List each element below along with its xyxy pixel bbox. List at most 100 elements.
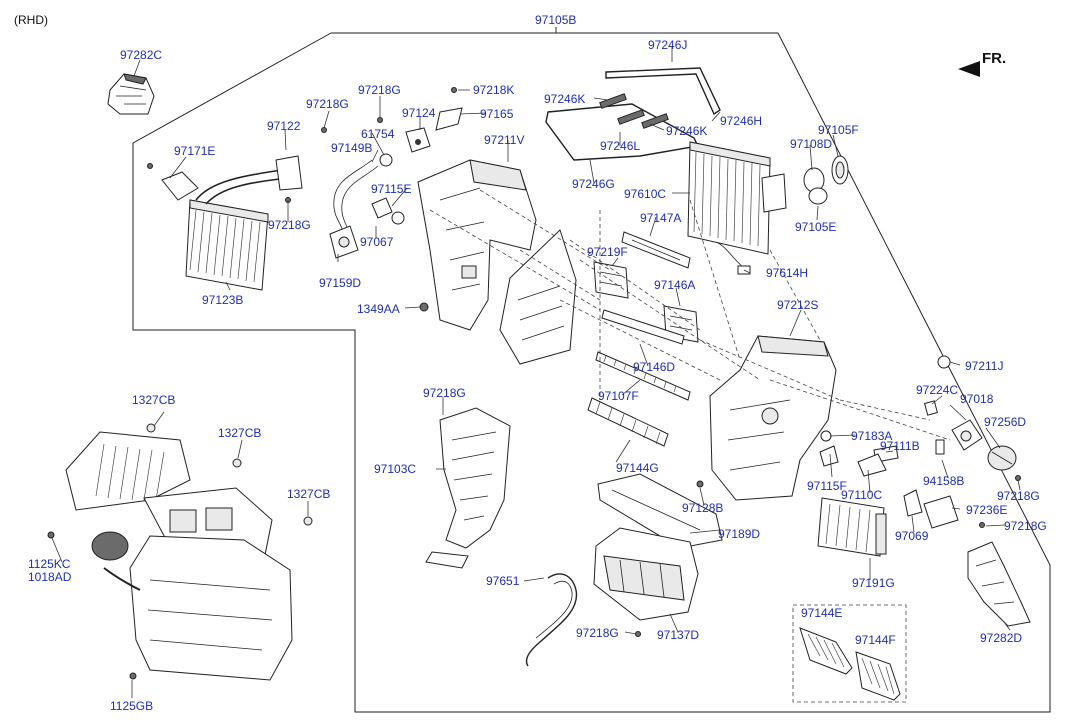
screw-97218g-bottom[interactable] bbox=[635, 631, 641, 637]
part-97105e[interactable] bbox=[808, 187, 828, 205]
part-97103c-duct[interactable] bbox=[425, 407, 511, 569]
part-97110c[interactable] bbox=[857, 453, 887, 477]
part-97128b[interactable] bbox=[696, 480, 704, 488]
part-97189d-tray[interactable] bbox=[597, 473, 723, 549]
part-97018-actuator[interactable] bbox=[951, 419, 983, 451]
part-97282c[interactable] bbox=[107, 73, 155, 115]
label-97282d: 97282D bbox=[980, 631, 1022, 645]
label-1125kc: 1125KC bbox=[28, 557, 71, 571]
label-97212s: 97212S bbox=[777, 298, 818, 312]
label-1327cb: 1327CB bbox=[287, 487, 330, 501]
leader-lines bbox=[51, 27, 1021, 698]
label-97144f: 97144F bbox=[855, 633, 896, 647]
label-97144g: 97144G bbox=[616, 461, 659, 475]
label-1327cb: 1327CB bbox=[132, 393, 175, 407]
part-97191g-ptc-heater[interactable] bbox=[817, 497, 887, 557]
bolt-1349aa[interactable] bbox=[419, 302, 429, 312]
part-97246-seal-kit[interactable] bbox=[545, 67, 721, 161]
direction-arrow-icon bbox=[958, 61, 980, 77]
part-97224c[interactable] bbox=[924, 400, 938, 416]
label-97218g: 97218G bbox=[576, 626, 619, 640]
label-97069: 97069 bbox=[895, 529, 929, 543]
nuts-1327cb[interactable] bbox=[146, 423, 313, 526]
part-97124[interactable] bbox=[405, 127, 431, 153]
label-97105e: 97105E bbox=[795, 220, 836, 234]
label-97146a: 97146A bbox=[654, 278, 695, 292]
label-97147a: 97147A bbox=[640, 211, 681, 225]
label-97111b: 97111B bbox=[880, 439, 920, 453]
label-97211v: 97211V bbox=[484, 133, 524, 147]
label-97107f: 97107F bbox=[598, 389, 639, 403]
part-97171e-pipes[interactable] bbox=[161, 155, 303, 205]
label-97137d: 97137D bbox=[657, 628, 699, 642]
label-97115f: 97115F bbox=[807, 479, 847, 493]
label-97219f: 97219F bbox=[587, 245, 628, 259]
bolts-left[interactable] bbox=[47, 531, 137, 680]
label-1327cb: 1327CB bbox=[218, 426, 261, 440]
label-97218g: 97218G bbox=[997, 489, 1040, 503]
label-97105f: 97105F bbox=[818, 123, 859, 137]
label-97103c: 97103C bbox=[374, 462, 416, 476]
part-97282d-duct[interactable] bbox=[967, 541, 1031, 627]
part-94158b[interactable] bbox=[935, 439, 945, 455]
part-61754[interactable] bbox=[379, 153, 393, 167]
label-97224c: 97224C bbox=[916, 383, 958, 397]
label-97146d: 97146D bbox=[633, 360, 675, 374]
label-97115e: 97115E bbox=[371, 182, 411, 196]
part-97105f-seal[interactable] bbox=[831, 155, 849, 185]
part-97115f[interactable] bbox=[819, 445, 839, 467]
label-97246j: 97246J bbox=[648, 38, 687, 52]
part-97211j-clip[interactable] bbox=[937, 355, 951, 369]
part-97123b-heater-core[interactable] bbox=[185, 199, 269, 291]
part-97211v-case-left[interactable] bbox=[417, 159, 537, 331]
part-97212s-case-right[interactable] bbox=[709, 335, 837, 501]
screws-97218g-left[interactable] bbox=[147, 87, 457, 203]
part-97144e[interactable] bbox=[799, 627, 853, 675]
label-97149b: 97149B bbox=[331, 141, 372, 155]
label-97218g: 97218G bbox=[306, 97, 349, 111]
label-1018ad: 1018AD bbox=[28, 570, 72, 584]
part-97115e[interactable] bbox=[371, 197, 393, 219]
label-97246l: 97246L bbox=[600, 139, 640, 153]
label-97246g: 97246G bbox=[572, 177, 615, 191]
part-97137d-lower-case[interactable] bbox=[593, 527, 699, 621]
part-97144f[interactable] bbox=[855, 651, 901, 701]
part-97069[interactable] bbox=[903, 489, 923, 517]
label-97110c: 97110C bbox=[841, 488, 882, 502]
part-97256d-blower-motor[interactable] bbox=[987, 445, 1017, 471]
label-97108d: 97108D bbox=[790, 137, 832, 151]
label-97246k: 97246K bbox=[544, 92, 585, 106]
guide-lines bbox=[429, 189, 951, 441]
front-direction-indicator: FR. bbox=[958, 50, 1006, 77]
label-97218g: 97218G bbox=[1004, 519, 1047, 533]
part-97610c-evaporator[interactable] bbox=[687, 141, 787, 255]
part-97147a[interactable] bbox=[621, 231, 691, 269]
label-61754: 61754 bbox=[361, 127, 395, 141]
label-97218g: 97218G bbox=[358, 83, 401, 97]
label-97610c: 97610C bbox=[624, 187, 666, 201]
label-97211j: 97211J bbox=[965, 359, 1003, 373]
part-assembled-hvac-unit[interactable] bbox=[65, 431, 293, 681]
part-97144g[interactable] bbox=[587, 397, 669, 447]
label-97246h: 97246H bbox=[720, 114, 762, 128]
part-97236e[interactable] bbox=[923, 495, 959, 529]
part-mid-case-panel[interactable] bbox=[499, 229, 577, 365]
label-97123b: 97123B bbox=[202, 293, 243, 307]
part-97219f-door[interactable] bbox=[593, 261, 629, 299]
label-97218k: 97218K bbox=[473, 83, 514, 97]
label-97218g: 97218G bbox=[423, 386, 466, 400]
part-97067[interactable] bbox=[391, 211, 405, 225]
label-97067: 97067 bbox=[360, 235, 394, 249]
part-97107f[interactable] bbox=[595, 351, 691, 401]
label-97165: 97165 bbox=[480, 107, 514, 121]
part-97146d-shaft[interactable] bbox=[601, 309, 685, 345]
part-97165-bracket[interactable] bbox=[435, 107, 463, 131]
label-1125gb: 1125GB bbox=[110, 699, 153, 713]
label-97236e: 97236E bbox=[966, 503, 1007, 517]
part-97159d-actuator[interactable] bbox=[329, 225, 359, 259]
part-97183a[interactable] bbox=[820, 430, 832, 442]
label-97246k: 97246K bbox=[666, 124, 707, 138]
direction-label: FR. bbox=[982, 50, 1006, 67]
part-97651-drain-hose[interactable] bbox=[525, 573, 578, 667]
